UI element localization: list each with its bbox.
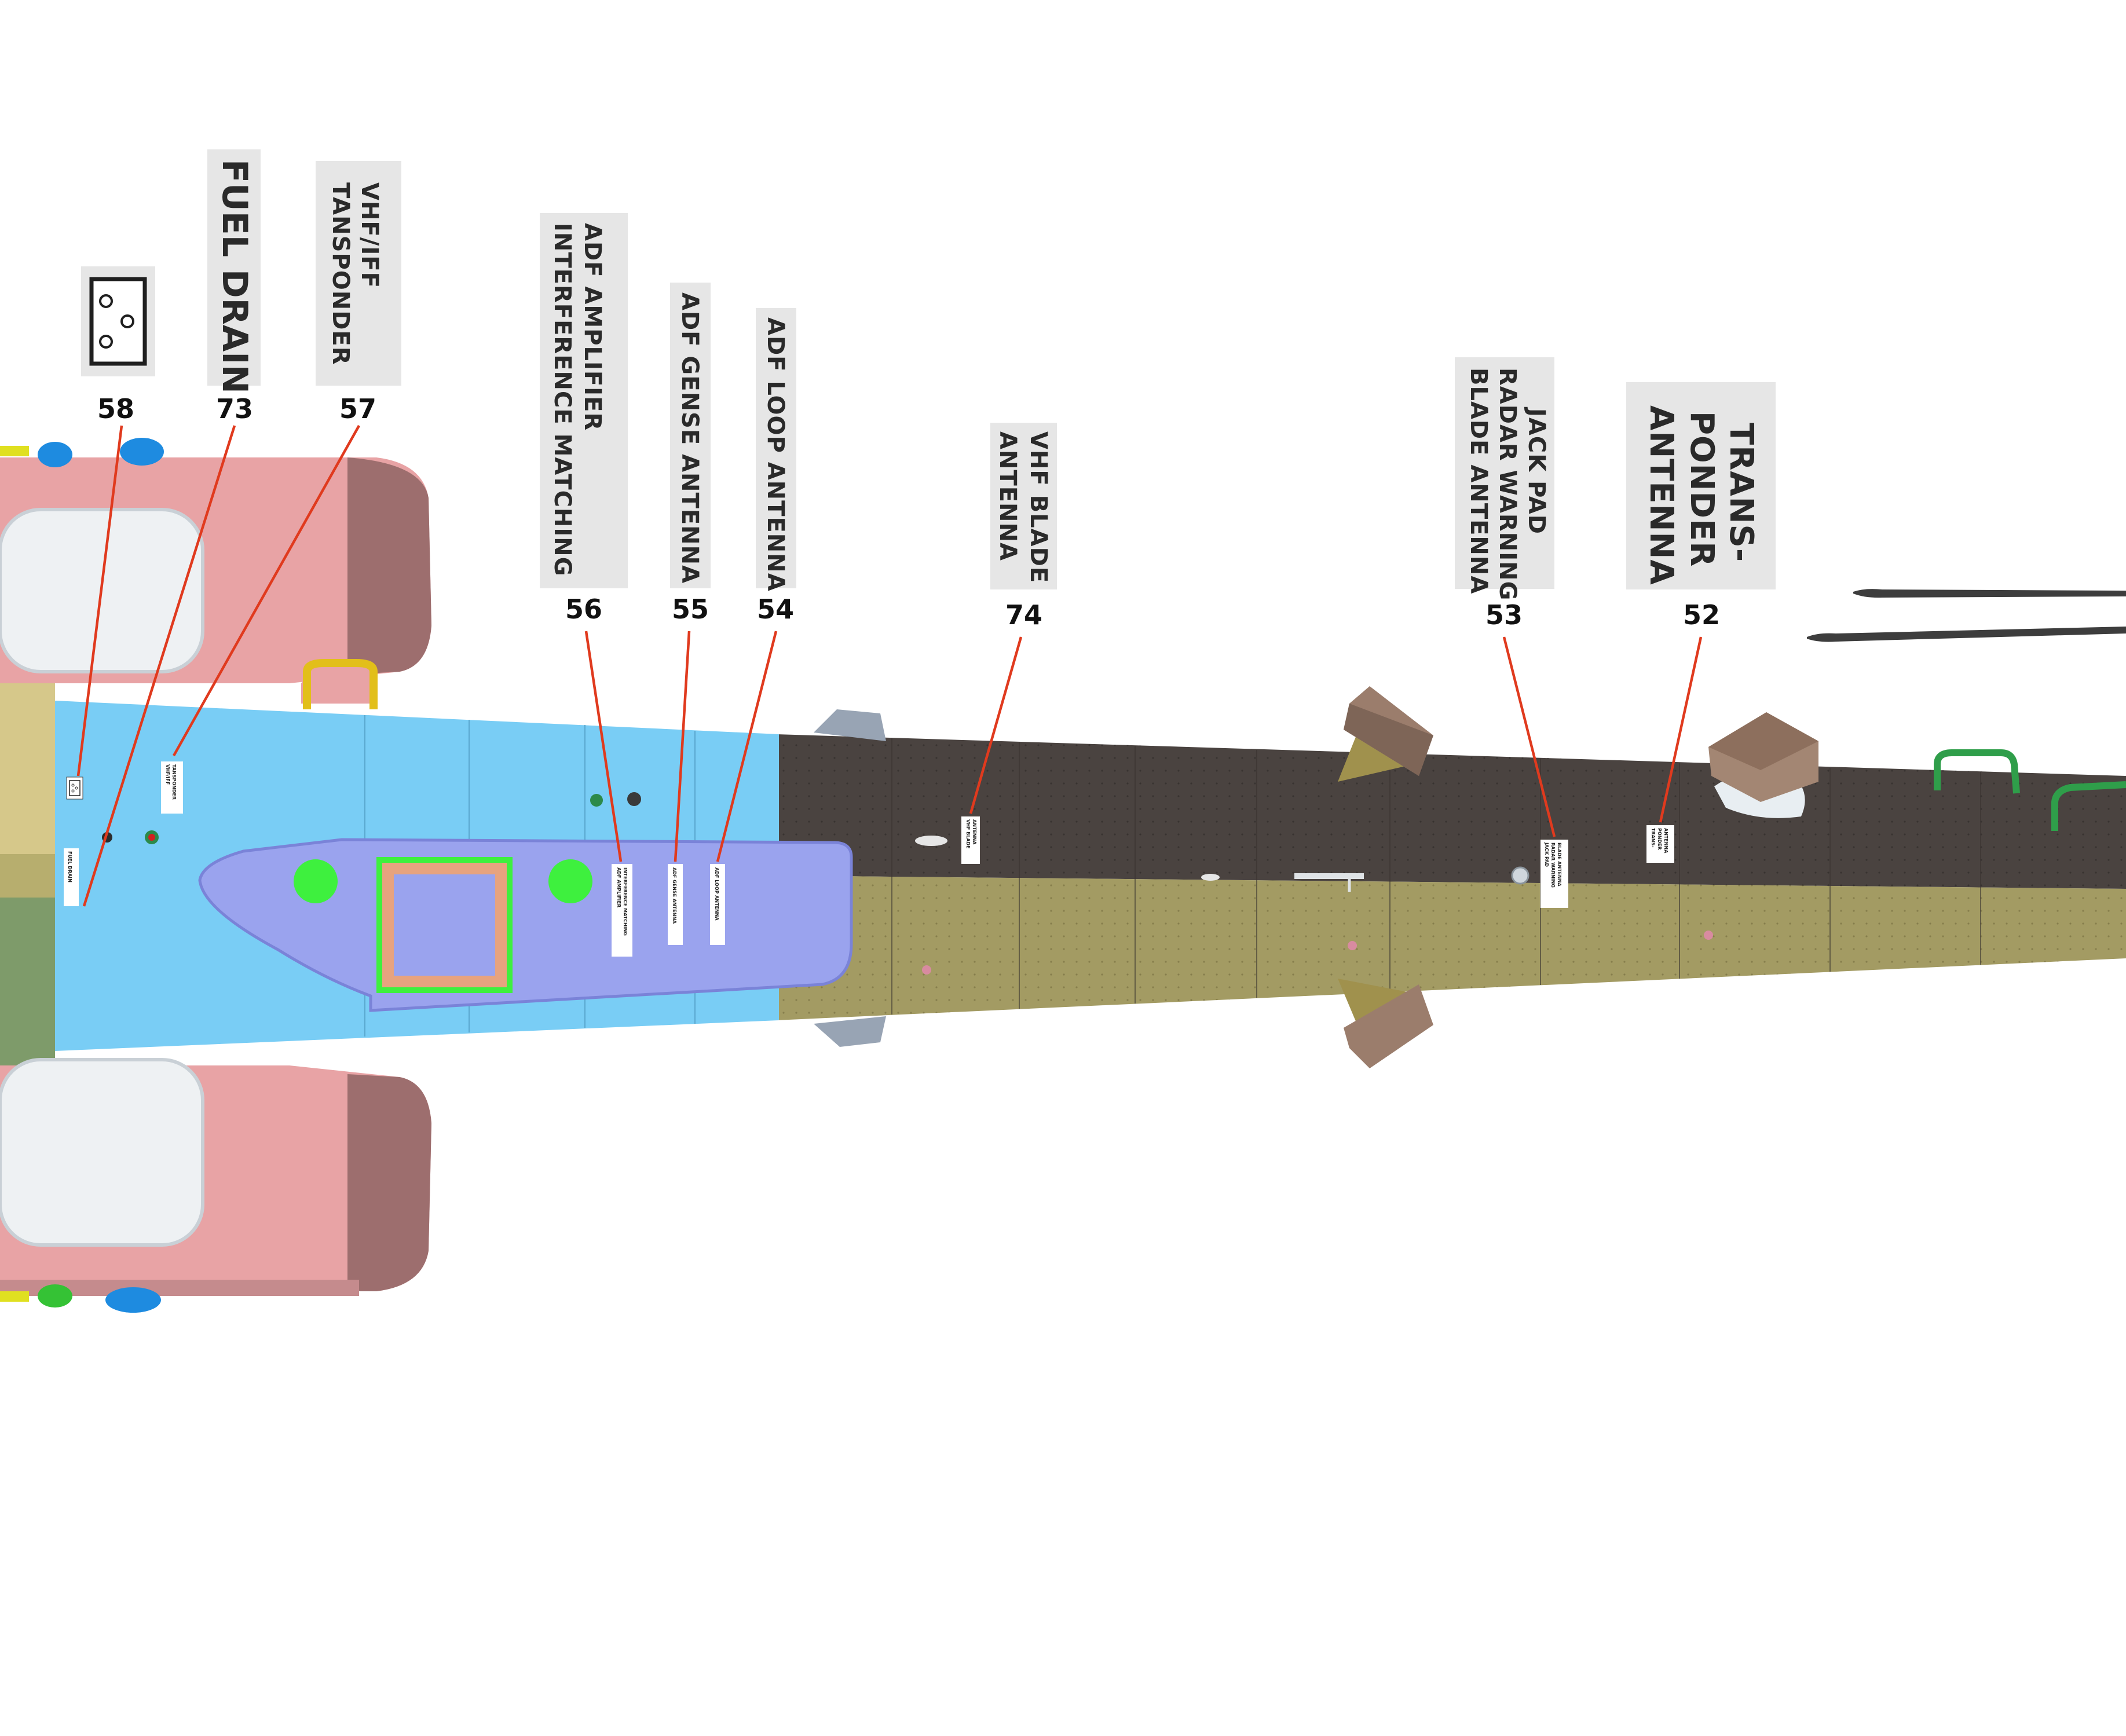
upper-stabilizer-box [1338, 686, 1433, 782]
callout-56-label: ADF AMPLIFIER INTERFERENCE MATCHING [540, 213, 628, 588]
callout-58-label [81, 266, 155, 376]
callout-52-label: TRANS- PONDER ANTENNA [1626, 382, 1776, 589]
leader-57 [173, 424, 360, 757]
leader-52 [1659, 636, 1703, 823]
label-57-line1: VHF/IFF [356, 182, 383, 288]
leader-73 [82, 425, 236, 907]
callout-74-label: VHF BLADE ANTENNA [990, 423, 1057, 589]
decal-trans-line3: ANTENNA [1663, 828, 1668, 854]
callout-numbers: 58 73 57 56 55 54 74 53 52 [97, 393, 1720, 631]
label-53-line1: JACK PAD [1523, 406, 1550, 534]
lower-stabilizer-box [1338, 979, 1433, 1068]
callout-number-53: 53 [1485, 599, 1523, 631]
decal-vhf-blade-line1: VHF BLADE [965, 819, 971, 849]
label-56-line1: ADF AMPLIFIER [579, 223, 606, 431]
label-53-line3: BLADE ANTENNA [1465, 368, 1492, 594]
decal-vhf-line1: VHF/IFF [165, 764, 170, 785]
decal-jack-line2: RADAR WARNING [1550, 843, 1556, 888]
label-55-line1: ADF GENSE ANTENNA [676, 292, 703, 584]
leader-56 [584, 631, 623, 862]
callout-number-58: 58 [97, 393, 134, 424]
callout-number-73: 73 [216, 393, 253, 424]
label-56-line2: INTERFERENCE MATCHING [549, 223, 576, 577]
decal-vhf-line2: TANSPONDER [171, 764, 177, 800]
label-74-line2: ANTENNA [994, 431, 1021, 561]
decal-adf-amp-line1: ADF AMPLIFIER [616, 867, 621, 907]
fairing [198, 838, 853, 1012]
leader-lines [76, 424, 1703, 907]
leader-74 [969, 636, 1023, 814]
label-52-line3: ANTENNA [1642, 405, 1680, 585]
leader-53 [1502, 636, 1556, 837]
callout-number-52: 52 [1683, 599, 1720, 631]
label-74-line1: VHF BLADE [1025, 431, 1052, 583]
label-73-line1: FUEL DRAIN [214, 159, 255, 394]
decal-jack-line3: BLADE ANTENNA [1557, 843, 1562, 887]
callout-number-56: 56 [565, 594, 602, 625]
label-52-line2: PONDER [1683, 411, 1721, 567]
callout-number-74: 74 [1005, 599, 1042, 631]
decal-vhf-blade-line2: ANTENNA [972, 819, 977, 845]
callout-number-54: 54 [757, 594, 794, 625]
leader-58 [76, 425, 123, 777]
decal-trans-line1: TRANS- [1651, 828, 1656, 848]
decal-adf-amp-line2: INTERFERENCE MATCHING [623, 867, 628, 936]
label-52-line1: TRANS- [1722, 423, 1760, 562]
callout-53-label: JACK PAD RADAR WARNING BLADE ANTENNA [1455, 357, 1554, 600]
leader-55 [674, 631, 691, 862]
callout-73-label: FUEL DRAIN [207, 149, 261, 394]
decal-adf-loop: ADF LOOP ANTENNA [714, 867, 719, 921]
decal-jack-line1: JACK PAD [1544, 842, 1549, 867]
leader-54 [716, 631, 778, 862]
callout-57-label: VHF/IFF TANSPONDER [316, 161, 401, 386]
on-body-decals: FUEL DRAIN VHF/IFF TANSPONDER ADF AMPLIF… [64, 761, 1674, 957]
callout-54-label: ADF LOOP ANTENNA [756, 308, 796, 592]
label-54-line1: ADF LOOP ANTENNA [762, 317, 789, 592]
label-57-line2: TANSPONDER [327, 182, 354, 365]
aircraft-body [0, 438, 2126, 1313]
callout-55-label: ADF GENSE ANTENNA [670, 283, 711, 588]
callout-number-55: 55 [672, 594, 709, 625]
decal-trans-line2: PONDER [1657, 828, 1662, 850]
decal-adf-gense: ADF GENSE ANTENNA [672, 867, 677, 924]
lower-sponson [0, 1058, 431, 1296]
label-53-line2: RADAR WARNING [1494, 368, 1521, 600]
decal-fuel-drain: FUEL DRAIN [67, 851, 72, 882]
callout-number-57: 57 [339, 393, 376, 424]
